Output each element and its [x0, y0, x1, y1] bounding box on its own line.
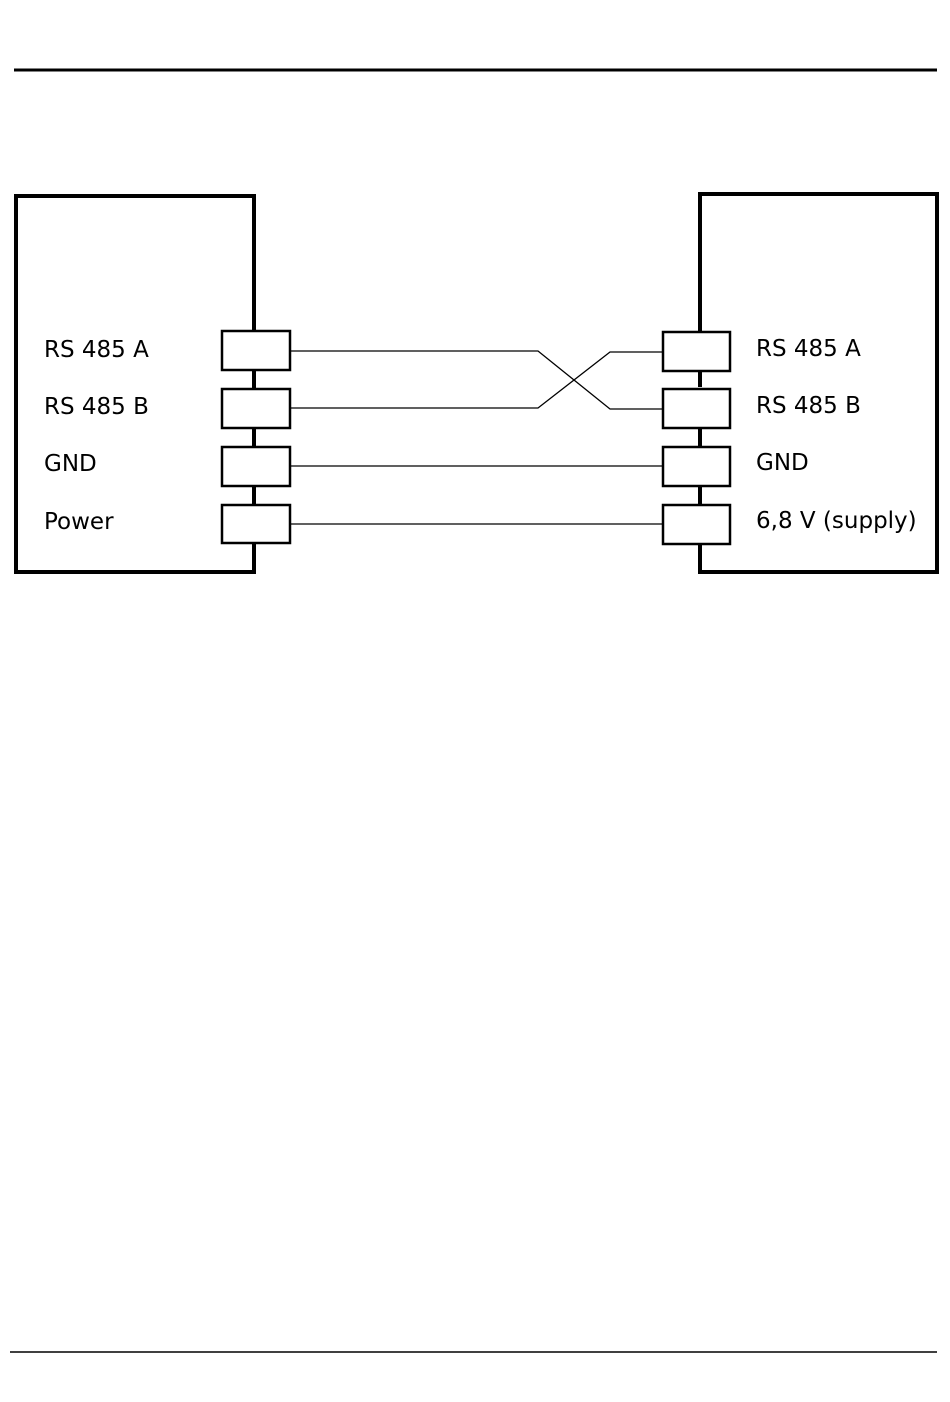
- right-pin-label: RS 485 A: [756, 336, 861, 362]
- left-pin-label: GND: [44, 451, 97, 477]
- right-pin-label: 6,8 V (supply): [756, 508, 917, 534]
- right-terminal-rs485a: [663, 332, 730, 371]
- right-pin-label: GND: [756, 450, 809, 476]
- left-terminal-rs485a: [222, 331, 290, 370]
- wire-rs485a-to-rs485b: [290, 351, 663, 409]
- right-terminal-rs485b: [663, 389, 730, 428]
- left-terminal-power: [222, 505, 290, 543]
- left-pin-label: RS 485 A: [44, 337, 149, 363]
- left-terminal-rs485b: [222, 389, 290, 428]
- left-terminal-gnd: [222, 447, 290, 486]
- right-pin-label: RS 485 B: [756, 393, 861, 419]
- wire-rs485b-to-rs485a: [290, 352, 663, 408]
- right-terminal-supply: [663, 505, 730, 544]
- left-pin-label: Power: [44, 509, 114, 535]
- left-pin-label: RS 485 B: [44, 394, 149, 420]
- right-terminal-gnd: [663, 447, 730, 486]
